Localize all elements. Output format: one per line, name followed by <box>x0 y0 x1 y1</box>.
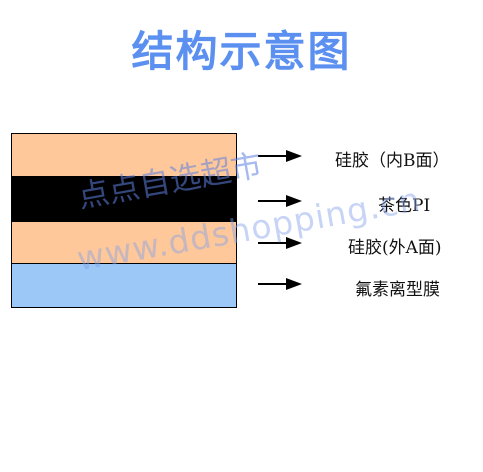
layer-silicone-inner <box>11 133 237 177</box>
layer-label-silicone-outer: 硅胶(外A面) <box>348 238 442 258</box>
arrow-right-icon <box>258 195 302 207</box>
layer-label-silicone-inner: 硅胶（内B面） <box>335 151 450 171</box>
arrow-right-icon <box>258 150 302 162</box>
diagram-title: 结构示意图 <box>131 27 352 76</box>
layer-brown-pi <box>11 176 237 222</box>
arrow-right-icon <box>258 237 302 249</box>
layer-label-fluorine-release-film: 氟素离型膜 <box>355 280 440 300</box>
layer-label-brown-pi: 茶色PI <box>378 196 431 216</box>
layer-fluorine-release-film <box>11 263 237 308</box>
arrow-right-icon <box>258 278 302 290</box>
